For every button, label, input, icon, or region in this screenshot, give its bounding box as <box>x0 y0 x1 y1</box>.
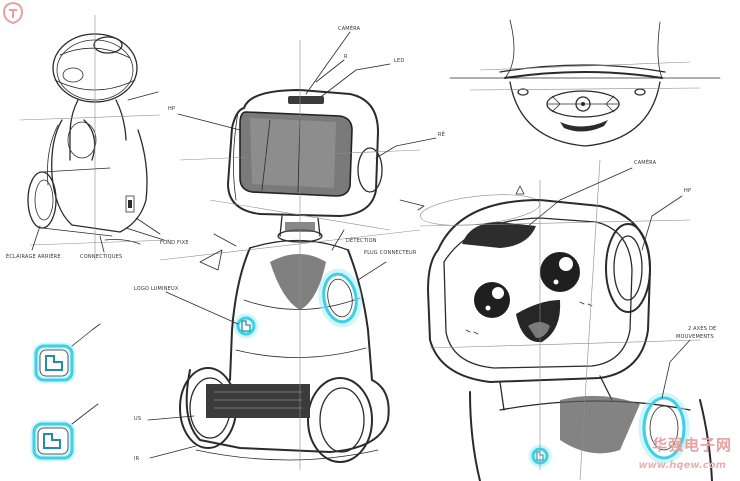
label-re: RÉ <box>438 130 445 138</box>
label-logo-lumineux: LOGO LUMINEUX <box>134 286 179 292</box>
watermark-site-url: www.hqew.com <box>638 460 726 471</box>
label-led: LED <box>394 58 404 64</box>
watermark-site-name: 华强电子网 <box>651 436 732 454</box>
label-hp-left: HP <box>168 106 175 112</box>
label-fond-fixe: FOND FIXE <box>160 240 189 246</box>
logo-concept-tiles <box>30 323 101 462</box>
label-us: US <box>134 416 141 422</box>
label-detection: DÉTECTION <box>346 236 377 244</box>
label-axes-line1: 2 AXES DE <box>688 326 716 332</box>
head-underside-sketch <box>449 19 721 147</box>
annotation-labels: CAMÉRA LED R HP RÉ DÉTECTION PLUG CONNEC… <box>6 24 716 462</box>
label-plug-connector: PLUG CONNECTEUR <box>364 250 417 256</box>
label-eclairage-arriere: ÉCLAIRAGE ARRIÈRE <box>6 252 61 260</box>
label-axes-line2: MOUVEMENTS <box>676 334 714 340</box>
label-ir: IR <box>134 456 140 462</box>
label-camera-top: CAMÉRA <box>338 24 361 32</box>
main-robot-sketch <box>147 31 437 470</box>
label-connectiques: CONNECTIQUES <box>80 254 122 260</box>
rear-view-robot-sketch <box>19 15 171 260</box>
label-hp-right: HP <box>684 188 691 194</box>
label-camera-right: CAMÉRA <box>634 158 657 166</box>
label-r: R <box>344 54 348 60</box>
face-robot-sketch <box>419 159 713 481</box>
watermark-logo-icon <box>2 1 24 25</box>
